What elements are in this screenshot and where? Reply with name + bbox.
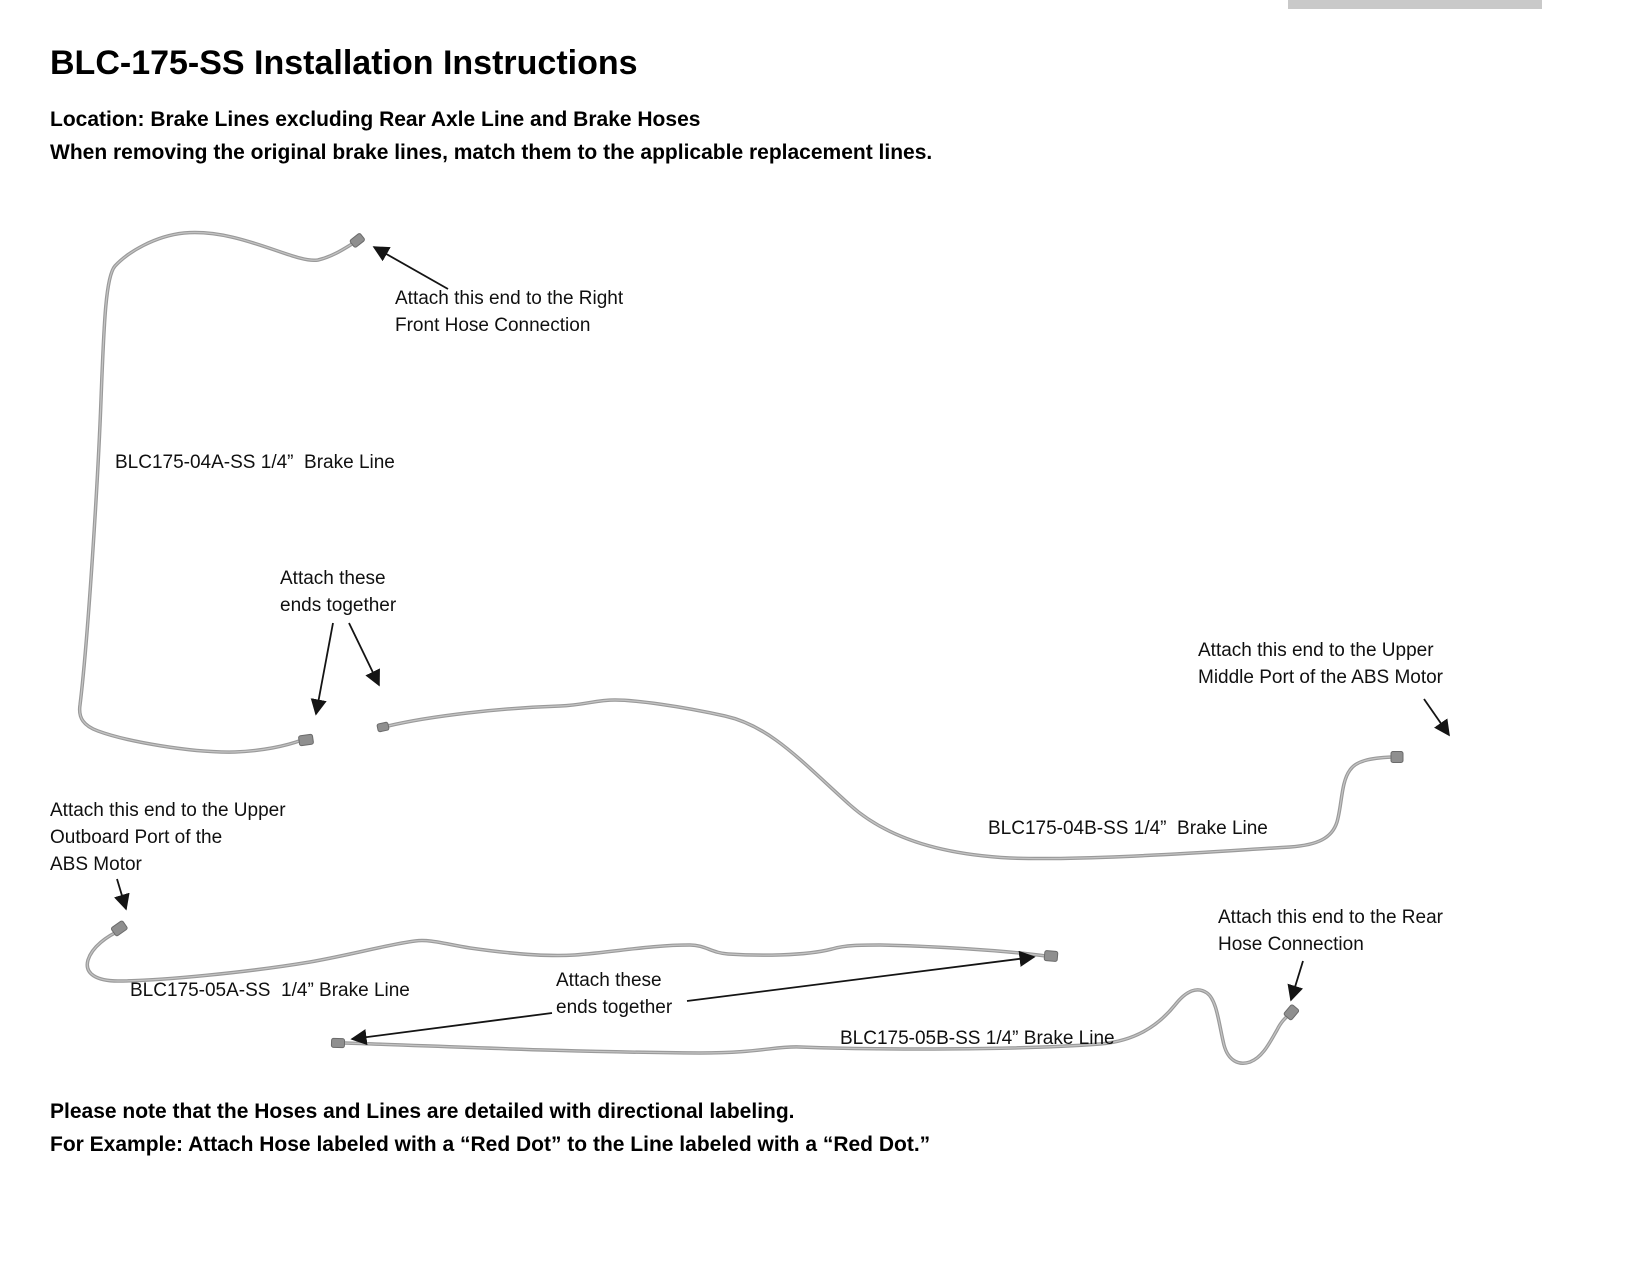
annotation-ends-together-top: Attach these ends together [280, 568, 397, 616]
page-title: BLC-175-SS Installation Instructions [50, 44, 638, 82]
top-gray-strip [1288, 0, 1542, 9]
arrow-ends-together-top-right [348, 622, 380, 687]
fitting-05b-joint-end [330, 1037, 346, 1049]
annotation-upper-outboard-port: Attach this end to the Upper Outboard Po… [50, 800, 286, 875]
location-line: Location: Brake Lines excluding Rear Axl… [50, 108, 701, 131]
arrow-upper-outboard-port [114, 878, 130, 911]
fitting-05a-joint-end [1043, 950, 1059, 962]
fitting-05b-rear-hose-end [1283, 1004, 1300, 1021]
brake-line-05b-path [342, 988, 1292, 1065]
fitting-04a-front-hose-end [349, 233, 365, 248]
arrow-rear-hose [1287, 960, 1304, 1002]
annotation-right-front-hose: Attach this end to the Right Front Hose … [395, 288, 624, 336]
label-line-05b: BLC175-05B-SS 1/4” Brake Line [840, 1028, 1115, 1049]
arrow-right-front-hose [372, 246, 449, 290]
annotation-rear-hose: Attach this end to the Rear Hose Connect… [1218, 907, 1443, 955]
label-line-04b: BLC175-04B-SS 1/4” Brake Line [988, 818, 1268, 839]
brake-line-04b-highlight [387, 699, 1393, 860]
footer-note: Please note that the Hoses and Lines are… [50, 1100, 931, 1156]
label-line-04a: BLC175-04A-SS 1/4” Brake Line [115, 452, 395, 473]
fitting-04b-abs-end [1390, 751, 1404, 763]
arrow-ends-together-bottom-left [350, 1012, 553, 1046]
fitting-04b-joint-end [376, 721, 390, 733]
arrow-ends-together-bottom-right [686, 950, 1036, 1002]
label-line-05a: BLC175-05A-SS 1/4” Brake Line [130, 980, 410, 1001]
brake-line-05b-highlight [343, 989, 1291, 1064]
fitting-04a-joint-end [298, 733, 314, 747]
annotation-upper-middle-port: Attach this end to the Upper Middle Port… [1198, 640, 1444, 688]
fitting-05a-abs-end [110, 920, 128, 937]
instruction-line: When removing the original brake lines, … [50, 141, 933, 164]
arrow-upper-middle-port [1423, 698, 1450, 737]
brake-line-04a-path [77, 230, 359, 754]
annotation-ends-together-bottom: Attach these ends together [556, 970, 673, 1018]
brake-line-05a-highlight [86, 929, 1047, 982]
arrow-ends-together-top-left [310, 622, 334, 716]
brake-line-04a-highlight [79, 231, 358, 753]
